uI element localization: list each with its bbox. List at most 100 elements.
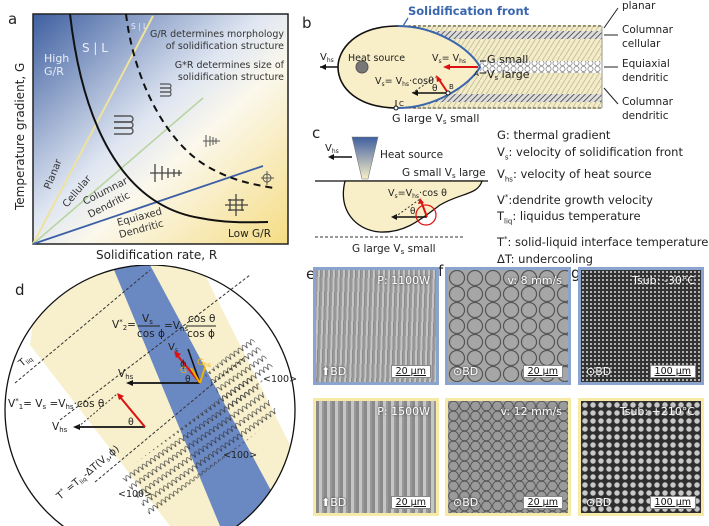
red-arrow-d-upper (174, 351, 181, 358)
solid-boundary-curve (69, 13, 269, 224)
ghs-label: Ghs (197, 358, 211, 369)
dot-circle-icon: ⊙ (453, 365, 463, 378)
vs-cos-label-c: Vs=Vhs·cos θ (388, 188, 447, 200)
panel-g-label: g (571, 264, 581, 282)
legend-dt: ΔT: undercooling (497, 251, 593, 266)
bd-label: BD (330, 496, 347, 509)
micrograph-6: Tsub: +210°C ⊙BD 100 µm (578, 398, 704, 516)
bd-label: BD (330, 365, 347, 378)
tliq-line (14, 269, 151, 384)
heat-source-cone (351, 136, 379, 180)
panel-c-diagram: c Vhs Heat source G small Vs large Vs=Vh… (312, 125, 488, 255)
micrograph-param: v: 12 mm/s (500, 405, 562, 418)
columnar-cellular-band-top (398, 31, 602, 39)
layer-columnar-cellular-1: Columnar (622, 24, 674, 36)
x-axis-label: Solidification rate, R (96, 248, 217, 262)
highlight-circle (415, 204, 437, 226)
red-arrow-b (436, 75, 442, 82)
blue-band (112, 265, 290, 526)
micrograph-param: Tsub: +210°C (619, 405, 695, 418)
columnar-dendrite-glyph-small (203, 135, 220, 147)
g-small-label-c: G small Vs large (402, 167, 486, 180)
scale-bar: 20 µm (390, 365, 431, 378)
cellular-glyph-small (160, 83, 172, 97)
arrow-up-icon: ⬆ (321, 496, 331, 509)
dendrite-array-lower (120, 375, 280, 515)
build-direction: ⊙BD (586, 365, 611, 378)
build-direction: ⊙BD (453, 365, 478, 378)
svg-text:cos θ: cos θ (188, 313, 215, 325)
svg-text:Vs: Vs (142, 313, 153, 326)
columnar-dendrite-glyph-large (150, 164, 182, 182)
cellular-columnar-line (32, 97, 204, 245)
scale-bar: 20 µm (390, 496, 431, 509)
scale-bar: 20 µm (522, 496, 563, 509)
bd-label: BD (595, 365, 612, 378)
vs-large-label-b: Vs large (487, 68, 530, 82)
g-label-d: G (180, 366, 187, 376)
y-axis-label: Temperature gradient, G (13, 63, 27, 211)
layer-equiaxial-2: dendritic (622, 72, 669, 84)
equiaxial-band (480, 61, 602, 73)
cellular-glyph-large (114, 115, 134, 135)
theta-label-b: θ (432, 84, 438, 94)
layer-equiaxial-1: Equiaxial (622, 58, 670, 70)
panel-b-diagram: b Solidification front Vhs Heat source V… (302, 0, 674, 125)
note-size-1: G*R determines size of (175, 60, 285, 71)
g-small-label-b: G small (487, 53, 528, 66)
solidification-front-label: Solidification front (408, 4, 530, 18)
panel-c-label: c (312, 125, 320, 142)
high-gr-line2: G/R (44, 65, 64, 78)
svg-text:cos ϕ: cos ϕ (187, 328, 215, 340)
legend-vhs: Vhs: velocity of heat source (497, 167, 652, 184)
legend-tstar: T*: solid-liquid interface temperature (497, 234, 709, 249)
equiaxed-dendrite-glyph-large (225, 194, 248, 216)
dot-circle-icon: ⊙ (586, 496, 596, 509)
layer-columnar-cellular-2: cellular (622, 38, 661, 50)
legend-g: G: thermal gradient (497, 128, 611, 142)
dendrite-array-upper (205, 335, 275, 410)
vhs-arrow-head (320, 64, 326, 70)
sl-label-large: S | L (82, 41, 108, 55)
low-gr-label: Low G/R (228, 228, 271, 240)
dir100-label-2: <100> (223, 450, 257, 461)
sl-label-small: S | L (131, 22, 148, 31)
red-arrow-c (418, 198, 424, 204)
svg-text:cos ϕ: cos ϕ (137, 328, 165, 340)
columnar-cellular-band-bottom (398, 94, 602, 102)
micrograph-param: P: 1500W (377, 405, 430, 418)
layer-planar: planar (622, 0, 656, 12)
melt-pool-cross-section (342, 180, 483, 233)
panel-b-label: b (302, 14, 312, 32)
heat-source-label-b: Heat source (348, 53, 405, 64)
point-c-label: C (399, 100, 404, 108)
equiaxed-dendrite-glyph-small (261, 171, 274, 185)
panel-f-label: f (438, 262, 444, 280)
scale-bar: 100 µm (649, 365, 696, 378)
micrograph-4: P: 1500W ⬆BD 20 µm (313, 398, 439, 516)
heat-source-label-c: Heat source (380, 149, 443, 161)
vhs-arrow-c (328, 154, 334, 160)
panel-a-label: a (8, 10, 18, 28)
dir100-label-1: <100> (118, 489, 152, 500)
vs-cos-label: Vs= Vhs·cosθ (375, 76, 434, 88)
bd-label: BD (595, 496, 612, 509)
g-large-label-c: G large Vs small (352, 243, 436, 255)
dot-circle-icon: ⊙ (586, 365, 596, 378)
vhs-label-b: Vhs (320, 52, 334, 64)
point-a-label: A (474, 70, 479, 78)
build-direction: ⬆BD (321, 365, 346, 378)
theta-label-d-top: θ (185, 375, 191, 385)
high-gr-line1: High (44, 52, 69, 65)
scale-bar: 20 µm (522, 365, 563, 378)
solidification-front-curve (397, 25, 482, 109)
note-morphology-1: G/R determines morphology (150, 29, 284, 40)
micrograph-param: v: 8 mm/s (507, 274, 562, 287)
scale-bar: 100 µm (649, 496, 696, 509)
bd-label: BD (462, 496, 479, 509)
note-size-2: solidification structure (178, 72, 284, 83)
v1-equation: V*1= Vs =Vhs·cos θ (8, 397, 104, 411)
legend-tliq: Tliq: liquidus temperature (497, 209, 641, 226)
